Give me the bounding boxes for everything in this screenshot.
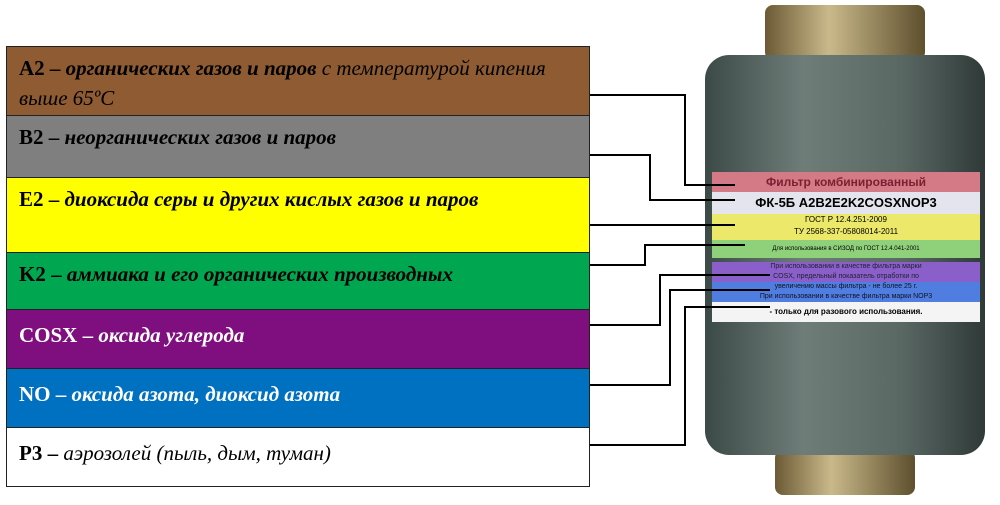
desc: оксида углерода xyxy=(98,323,245,347)
canister-label-line2: ФК-5Б A2B2E2K2COSXNOP3 xyxy=(755,195,937,210)
connector-lines xyxy=(590,94,770,446)
dash: – xyxy=(50,382,72,406)
desc: неорганических газов и паров xyxy=(64,125,337,149)
legend-e2: E2 – диоксида серы и других кислых газов… xyxy=(6,177,590,253)
dash: – xyxy=(42,441,64,465)
canister-label-line3: ГОСТ Р 12.4.251-2009 xyxy=(805,215,887,224)
code: B2 xyxy=(19,125,44,149)
dash: – xyxy=(77,323,99,347)
code: E2 xyxy=(19,187,44,211)
code: A2 xyxy=(19,56,45,80)
legend-no: NO – оксида азота, диоксид азота xyxy=(6,368,590,428)
code: P3 xyxy=(19,441,43,465)
canister-label-line9: При использовании в качестве фильтра мар… xyxy=(759,293,933,300)
desc: аммиака и его органических производных xyxy=(66,262,453,286)
dash: – xyxy=(43,187,65,211)
dash: – xyxy=(43,125,65,149)
bottom-thread xyxy=(775,450,915,495)
dash: – xyxy=(45,262,67,286)
code: COSX xyxy=(19,323,78,347)
canister-label-line6: При использовании в качестве фильтра мар… xyxy=(770,263,922,270)
canister-label-line4: ТУ 2568-337-05808014-2011 xyxy=(793,227,899,236)
top-thread xyxy=(765,5,925,60)
canister-label-line5: Для использования в СИЗОД по ГОСТ 12.4.0… xyxy=(772,246,920,252)
canister-label-line8: увеличению массы фильтра - не более 25 г… xyxy=(774,283,918,290)
legend-cosx: COSX – оксида углерода xyxy=(6,309,590,369)
legend-b2: B2 – неорганических газов и паров xyxy=(6,115,590,178)
legend-p3: P3 – аэрозолей (пыль, дым, туман) xyxy=(6,427,590,487)
dash: – xyxy=(44,56,66,80)
legend-a2: A2 – органических газов и паров с темпер… xyxy=(6,46,590,116)
code: NO xyxy=(19,382,51,406)
code: K2 xyxy=(19,262,46,286)
desc: оксида азота, диоксид азота xyxy=(71,382,341,406)
desc: диоксида серы и других кислых газов и па… xyxy=(64,187,479,211)
canister-label-line7: COSX, предельный показатель отработки по xyxy=(773,273,919,280)
canister-label-line10: - только для разового использования. xyxy=(769,307,923,316)
desc: органических газов и паров xyxy=(65,56,317,80)
desc: аэрозолей (пыль, дым, туман) xyxy=(63,441,331,465)
canister-label-line1: Фильтр комбинированный xyxy=(766,175,926,189)
legend-k2: K2 – аммиака и его органических производ… xyxy=(6,252,590,310)
extra: с температурой кипения выше 65ºC xyxy=(19,56,546,110)
